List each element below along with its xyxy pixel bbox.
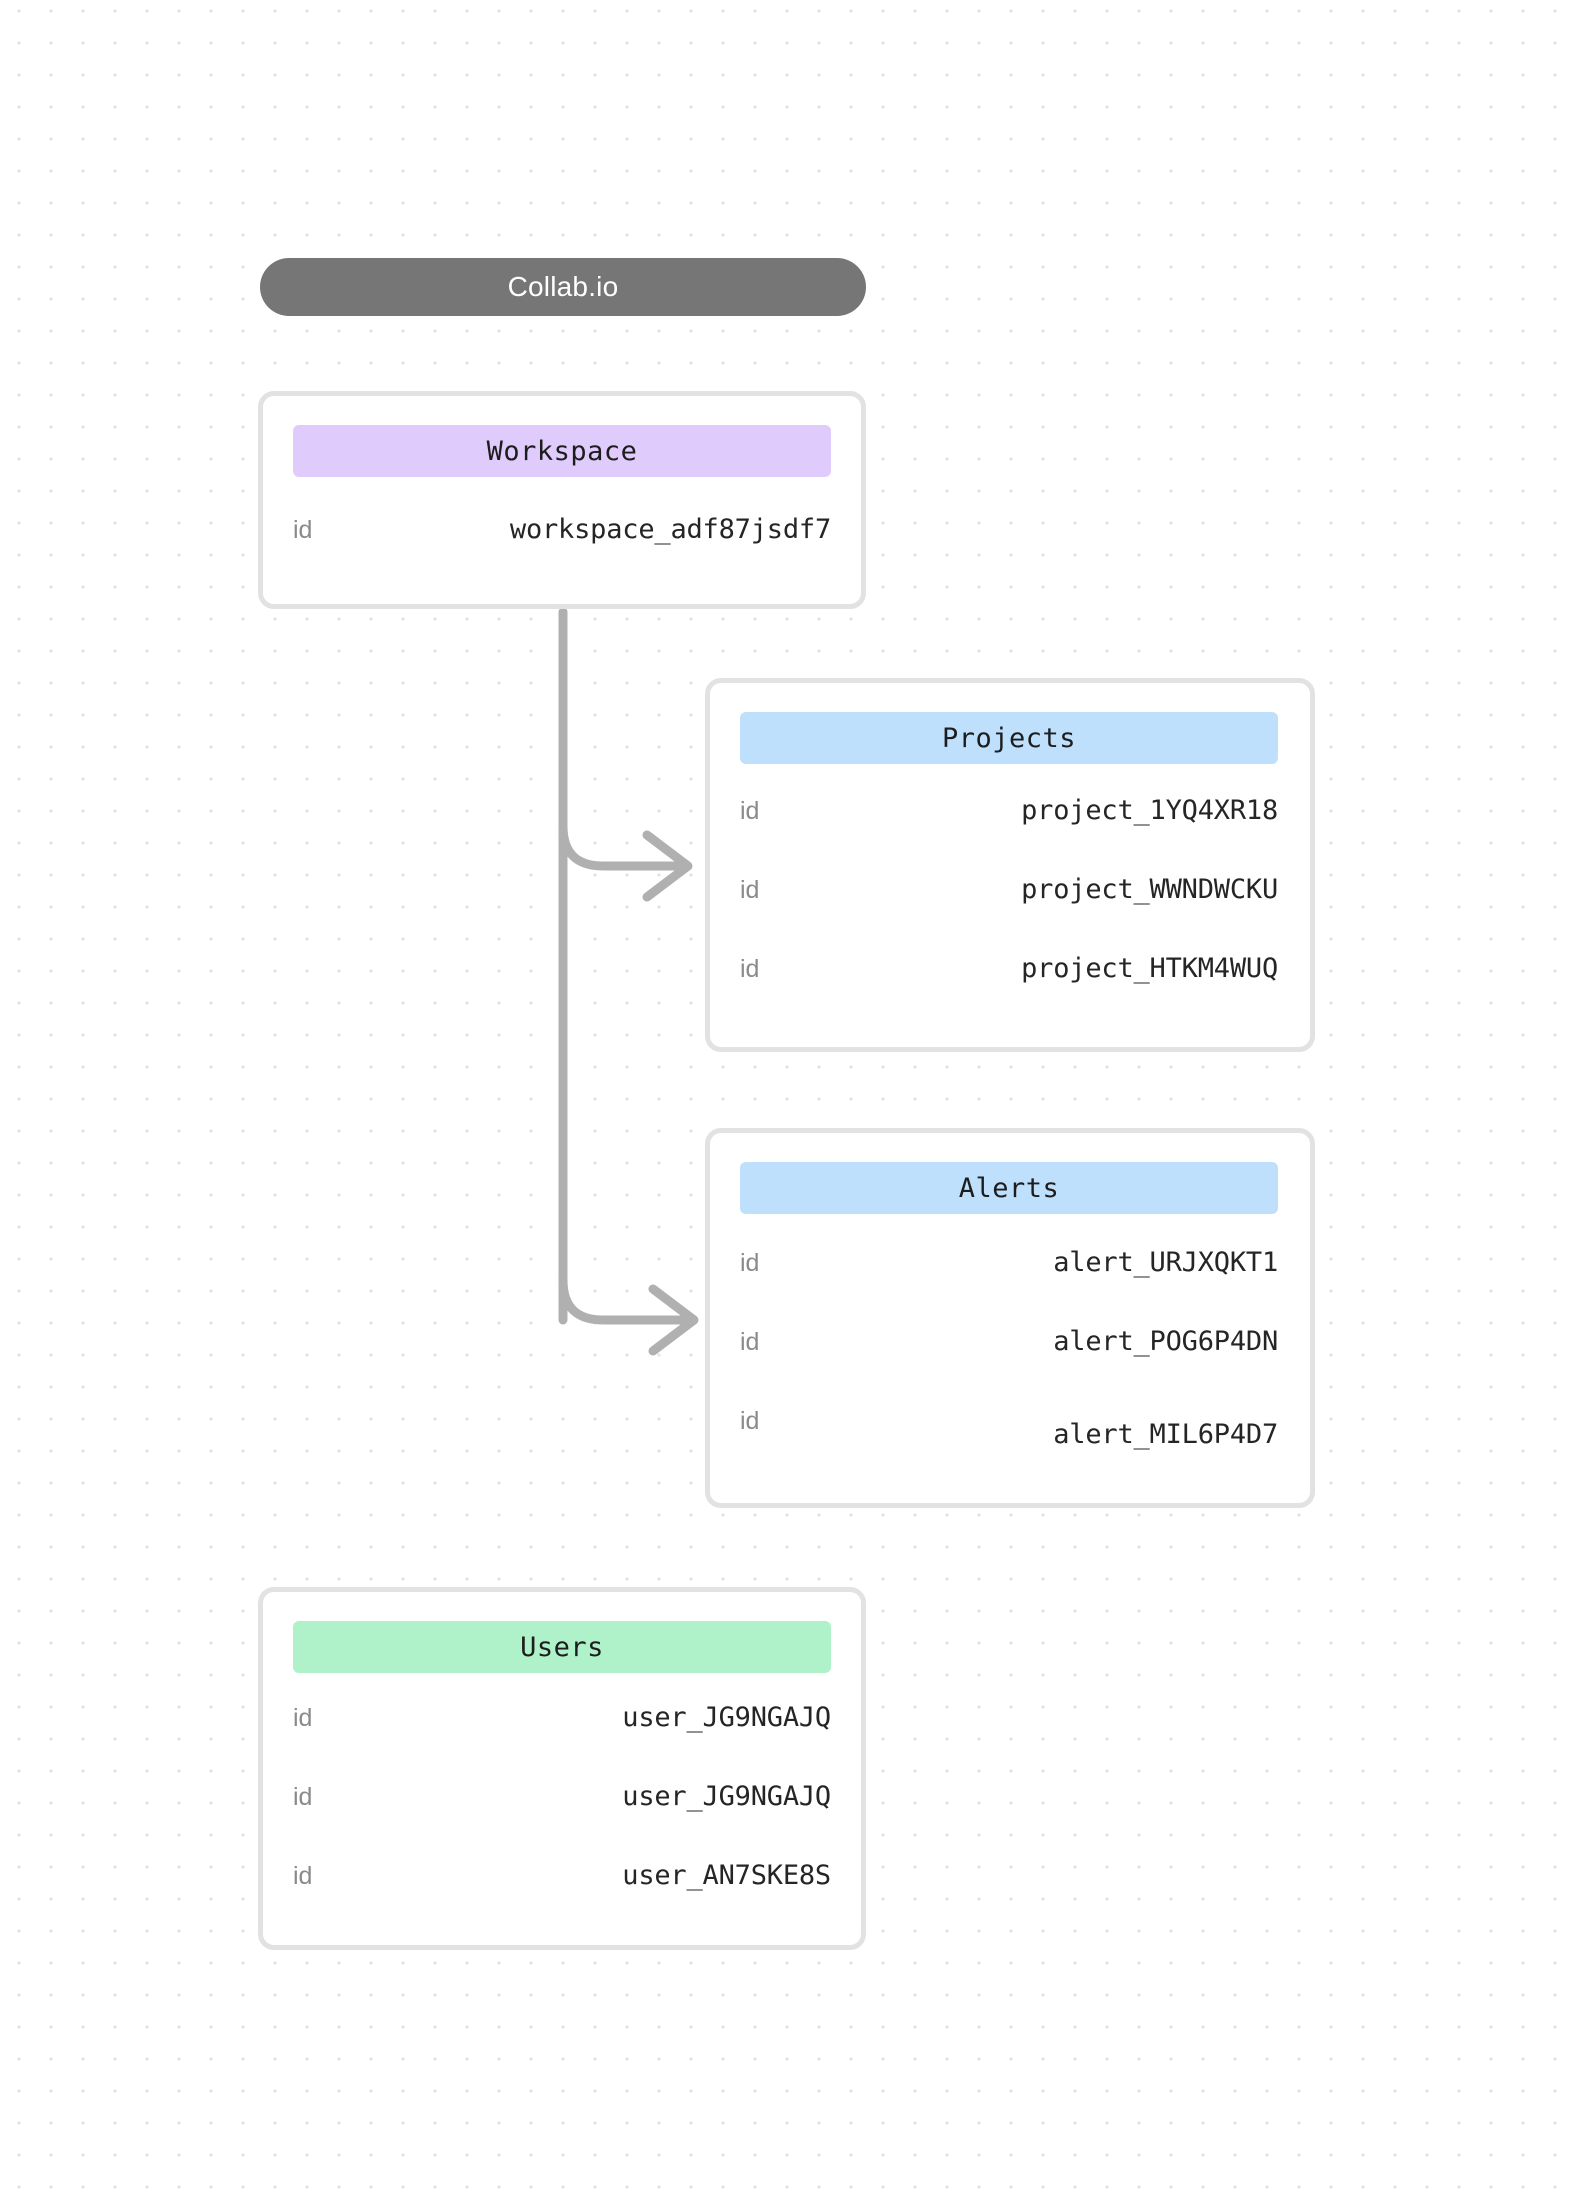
entity-card-users[interactable]: Users id user_JG9NGAJQ id user_JG9NGAJQ … (258, 1587, 866, 1950)
row-key: id (740, 1407, 760, 1435)
entity-title-users: Users (520, 1631, 604, 1663)
entity-card-workspace[interactable]: Workspace id workspace_adf87jsdf7 (258, 391, 866, 609)
arrowhead-projects (642, 830, 693, 902)
table-row: id alert_URJXQKT1 (740, 1247, 1278, 1278)
row-key: id (740, 1249, 760, 1277)
arrowhead-alerts (648, 1284, 699, 1356)
row-value: project_1YQ4XR18 (1021, 795, 1278, 826)
entity-title-alerts: Alerts (958, 1172, 1060, 1204)
entity-header-alerts: Alerts (740, 1162, 1278, 1214)
entity-card-alerts[interactable]: Alerts id alert_URJXQKT1 id alert_POG6P4… (705, 1128, 1315, 1508)
row-value: project_WWNDWCKU (1021, 874, 1278, 905)
table-row: id workspace_adf87jsdf7 (293, 514, 831, 545)
row-value: workspace_adf87jsdf7 (509, 514, 831, 545)
row-key: id (293, 1862, 313, 1890)
row-value: alert_POG6P4DN (1053, 1326, 1278, 1357)
entity-header-workspace: Workspace (293, 425, 831, 477)
table-row: id project_HTKM4WUQ (740, 953, 1278, 984)
table-row: id alert_POG6P4DN (740, 1326, 1278, 1357)
row-value: alert_URJXQKT1 (1053, 1247, 1278, 1278)
table-row: id user_JG9NGAJQ (293, 1781, 831, 1812)
entity-header-projects: Projects (740, 712, 1278, 764)
table-row: id alert_MIL6P4D7 (740, 1405, 1278, 1450)
diagram-title-label: Collab.io (507, 271, 619, 302)
connector-workspace-projects (558, 821, 687, 871)
table-row: id project_1YQ4XR18 (740, 795, 1278, 826)
row-key: id (293, 1704, 313, 1732)
diagram-title-pill: Collab.io (260, 258, 866, 316)
entity-title-workspace: Workspace (486, 435, 638, 467)
row-value: alert_MIL6P4D7 (1053, 1419, 1278, 1450)
table-row: id user_JG9NGAJQ (293, 1702, 831, 1733)
row-key: id (740, 876, 760, 904)
table-row: id user_AN7SKE8S (293, 1860, 831, 1891)
row-key: id (293, 1783, 313, 1811)
connector-workspace-alerts (558, 1275, 693, 1325)
entity-title-projects: Projects (941, 722, 1077, 754)
table-row: id project_WWNDWCKU (740, 874, 1278, 905)
entity-header-users: Users (293, 1621, 831, 1673)
row-value: user_AN7SKE8S (622, 1860, 831, 1891)
row-key: id (740, 797, 760, 825)
row-value: project_HTKM4WUQ (1021, 953, 1278, 984)
row-value: user_JG9NGAJQ (622, 1702, 831, 1733)
row-key: id (740, 1328, 760, 1356)
entity-card-projects[interactable]: Projects id project_1YQ4XR18 id project_… (705, 678, 1315, 1052)
row-key: id (740, 955, 760, 983)
row-key: id (293, 516, 313, 544)
row-value: user_JG9NGAJQ (622, 1781, 831, 1812)
